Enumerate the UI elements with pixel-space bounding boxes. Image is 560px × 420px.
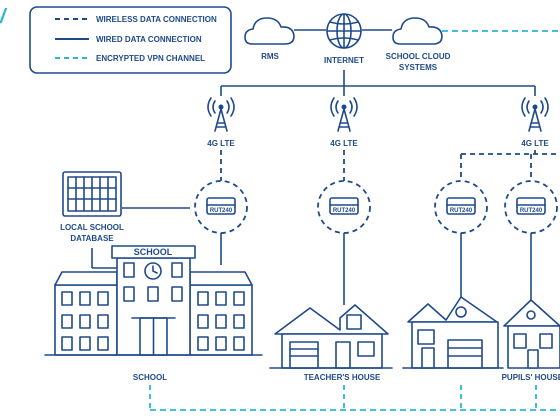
server-rack-icon (62, 171, 122, 217)
router-model-label: RUT240 (210, 208, 233, 214)
legend-wireless-label: WIRELESS DATA CONNECTION (96, 15, 217, 24)
router-model-label: RUT240 (520, 208, 543, 214)
router-pupil-2: RUT240 (504, 180, 558, 234)
school-sign-label: SCHOOL (134, 247, 173, 257)
router-pupil-1: RUT240 (434, 180, 488, 234)
legend: WIRELESS DATA CONNECTION WIRED DATA CONN… (29, 6, 232, 74)
school-cloud-label-line1: SCHOOL CLOUD (386, 52, 451, 61)
database-label-line2: DATABASE (70, 234, 114, 243)
connections (91, 29, 560, 411)
pupils-house-label: PUPILS' HOUSES (502, 373, 560, 382)
lte-label-pupils: 4G LTE (521, 139, 549, 148)
lte-label-school: 4G LTE (207, 139, 235, 148)
lte-tower-icon (330, 97, 358, 132)
legend-wired-label: WIRED DATA CONNECTION (96, 35, 202, 44)
lte-label-teacher: 4G LTE (330, 139, 358, 148)
rms-cloud-icon (244, 17, 295, 45)
teacher-house-label: TEACHER'S HOUSE (304, 373, 381, 382)
lte-tower-icon (521, 97, 549, 132)
router-model-label: RUT240 (333, 208, 356, 214)
internet-globe-icon (326, 13, 362, 49)
pupil-house-icon (503, 299, 560, 369)
lte-tower-icon (207, 97, 235, 132)
legend-vpn-label: ENCRYPTED VPN CHANNEL (96, 54, 205, 63)
router-school: RUT240 (194, 180, 248, 234)
pupil-house-icon (402, 296, 504, 369)
title-fragment: / (0, 6, 8, 28)
database-label-line1: LOCAL SCHOOL (60, 223, 124, 232)
school-cloud-icon (392, 17, 443, 45)
teacher-house-icon (269, 304, 393, 369)
internet-label: INTERNET (324, 56, 364, 65)
router-model-label: RUT240 (450, 208, 473, 214)
school-cloud-label-line2: SYSTEMS (399, 63, 438, 72)
school-building-icon: SCHOOL (44, 245, 263, 356)
rms-label: RMS (261, 52, 279, 61)
router-teacher: RUT240 (317, 180, 371, 234)
school-label: SCHOOL (133, 373, 167, 382)
